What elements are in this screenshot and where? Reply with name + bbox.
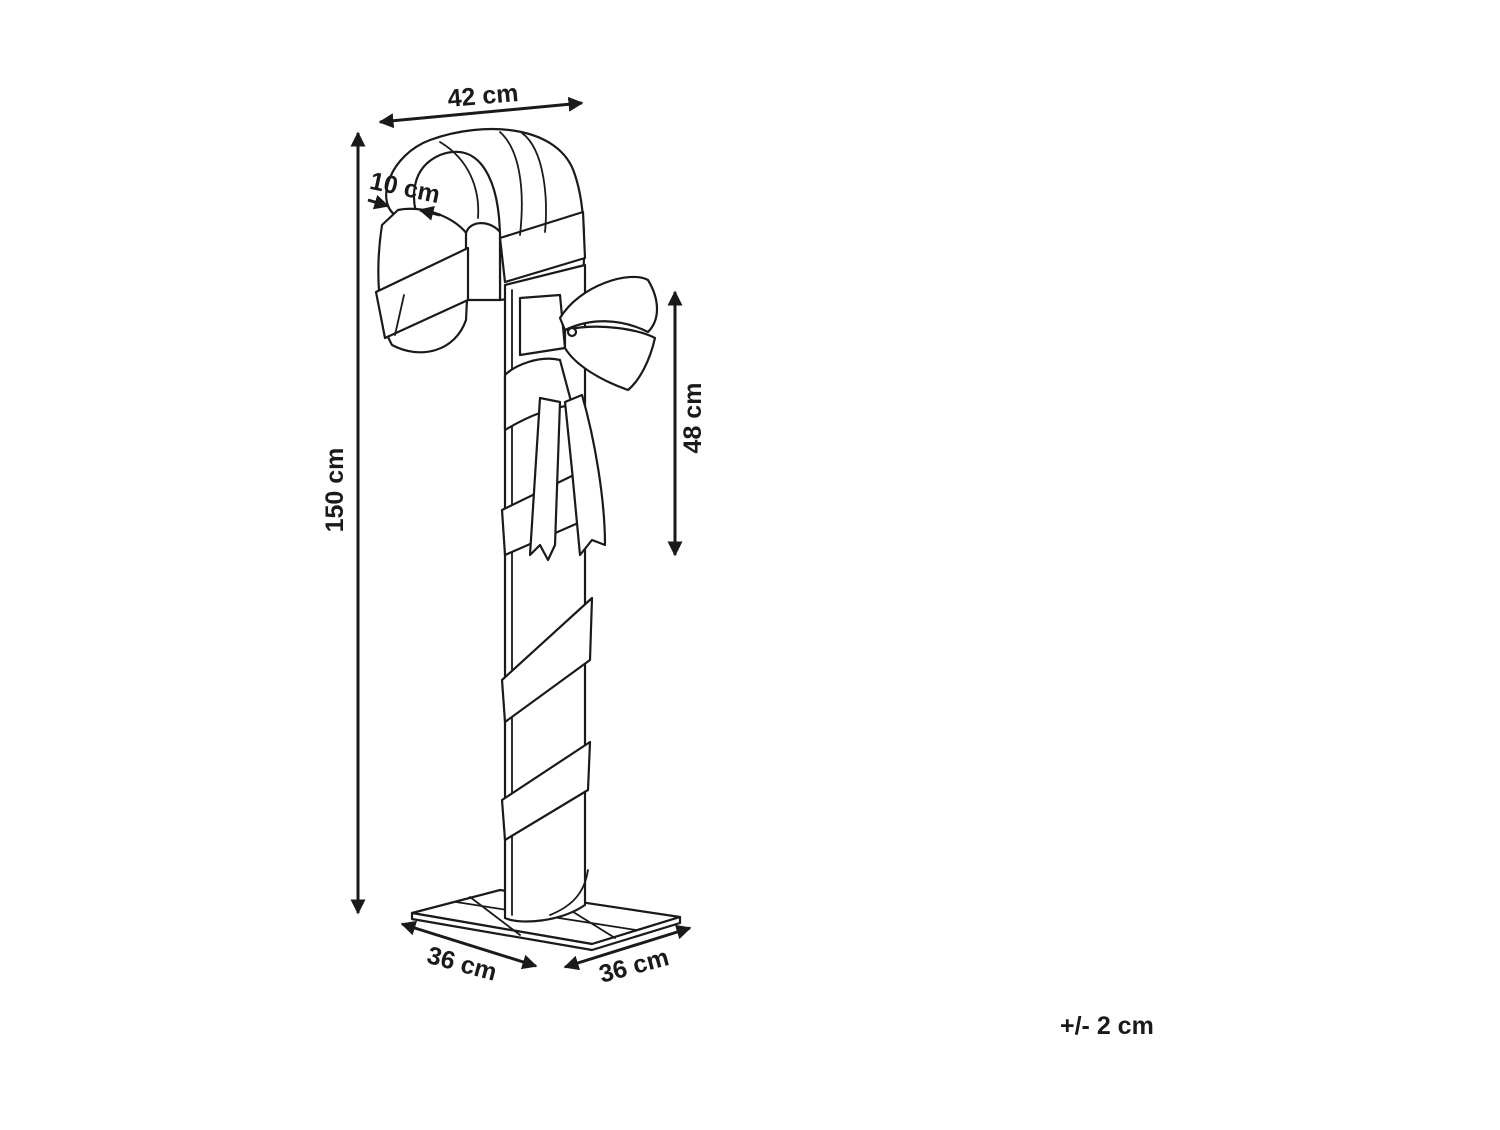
- label-bow-height: 48 cm: [679, 383, 707, 454]
- bow: [503, 275, 659, 562]
- dimension-base-depth: [400, 920, 538, 970]
- label-width: 42 cm: [446, 79, 519, 113]
- dimension-width: [378, 96, 584, 129]
- dimension-hook-thickness: [367, 194, 441, 221]
- dimension-base-width: [563, 924, 692, 971]
- cane-shaft: [500, 263, 594, 923]
- label-base-depth: 36 cm: [424, 941, 500, 986]
- label-height: 150 cm: [321, 448, 349, 533]
- cane-hook: [374, 127, 587, 354]
- label-base-width: 36 cm: [596, 943, 672, 988]
- tolerance-note: +/- 2 cm: [1060, 1012, 1154, 1040]
